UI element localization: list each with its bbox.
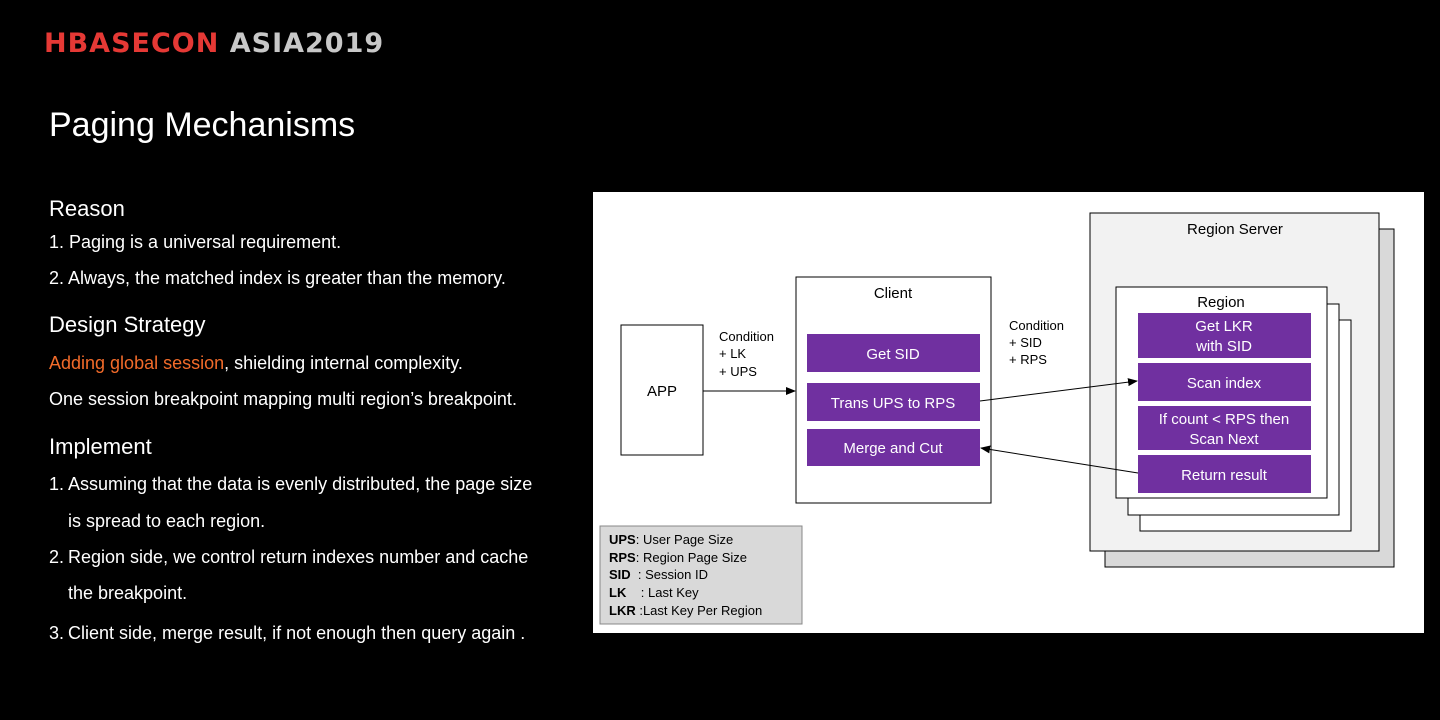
arrow-return-to-merge: [980, 445, 1139, 474]
reason-item-2: 2. Always, the matched index is greater …: [49, 268, 506, 288]
design-rest: , shielding internal complexity.: [224, 353, 463, 373]
condition1-line1: Condition: [719, 329, 774, 344]
legend-row: SID : Session ID: [609, 567, 708, 582]
if-count-line2: Scan Next: [1189, 431, 1259, 448]
implement-item-1: 1.Assuming that the data is evenly distr…: [49, 474, 532, 495]
implement-item-3-line1: Client side, merge result, if not enough…: [68, 623, 526, 643]
arrow-trans-to-scan: [979, 378, 1138, 402]
implement-num-2: 2.: [49, 547, 65, 567]
if-count-box: [1138, 406, 1311, 450]
legend-box: [599, 525, 803, 625]
slide-title: Paging Mechanisms: [49, 106, 356, 144]
client-title: Client: [874, 285, 913, 302]
if-count-line1: If count < RPS then: [1159, 411, 1290, 428]
logo-part2: ASIA2019: [229, 28, 385, 59]
merge-label: Merge and Cut: [843, 440, 943, 457]
condition2-line3: + RPS: [1009, 352, 1047, 367]
paging-diagram: APP Condition + LK + UPS Client Get SID …: [593, 192, 1424, 633]
design-line-2: One session breakpoint mapping multi reg…: [49, 389, 517, 409]
implement-num-3: 3.: [49, 623, 65, 643]
implement-num-1: 1.: [49, 474, 65, 494]
implement-item-1-line1: Assuming that the data is evenly distrib…: [68, 474, 533, 494]
reason-heading: Reason: [49, 196, 125, 221]
return-result-box: [1138, 455, 1311, 493]
return-result-label: Return result: [1181, 467, 1268, 484]
get-sid-label: Get SID: [866, 346, 920, 363]
implement-item-2-line2: the breakpoint.: [68, 583, 188, 603]
legend-row: RPS: Region Page Size: [609, 550, 747, 565]
app-label: APP: [647, 383, 677, 400]
region-server-title: Region Server: [1187, 221, 1283, 238]
condition1-line2: + LK: [719, 346, 746, 361]
legend-row: UPS: User Page Size: [609, 532, 733, 547]
get-lkr-line1: Get LKR: [1195, 318, 1253, 335]
implement-item-2: 2.Region side, we control return indexes…: [49, 547, 528, 568]
app-box: [620, 324, 704, 456]
legend-row: LKR :Last Key Per Region: [609, 603, 762, 618]
merge-box: [807, 429, 980, 466]
legend: UPS: User Page Size RPS: Region Page Siz…: [609, 532, 762, 618]
conference-logo: HBASECON ASIA2019: [44, 28, 384, 59]
implement-heading: Implement: [49, 434, 152, 459]
design-heading: Design Strategy: [49, 312, 206, 337]
get-lkr-line2: with SID: [1195, 338, 1252, 355]
trans-box: [807, 383, 980, 421]
design-highlight: Adding global session: [49, 353, 225, 373]
scan-index-box: [1138, 363, 1311, 401]
logo-part1: HBASECON: [44, 28, 220, 59]
get-lkr-box: [1138, 313, 1311, 358]
reason-item-1: 1. Paging is a universal requirement.: [49, 232, 342, 252]
condition1-line3: + UPS: [719, 364, 757, 379]
design-line-1: Adding global session, shielding interna…: [49, 353, 463, 374]
implement-item-1-line2: is spread to each region.: [68, 511, 266, 531]
implement-item-3: 3.Client side, merge result, if not enou…: [49, 623, 525, 644]
get-sid-box: [807, 334, 980, 372]
condition2-line1: Condition: [1009, 318, 1064, 333]
condition2-line2: + SID: [1009, 335, 1042, 350]
scan-index-label: Scan index: [1187, 375, 1262, 392]
implement-item-2-line1: Region side, we control return indexes n…: [68, 547, 529, 567]
trans-label: Trans UPS to RPS: [831, 395, 955, 412]
legend-row: LK : Last Key: [609, 585, 699, 600]
region-title: Region: [1197, 294, 1245, 311]
